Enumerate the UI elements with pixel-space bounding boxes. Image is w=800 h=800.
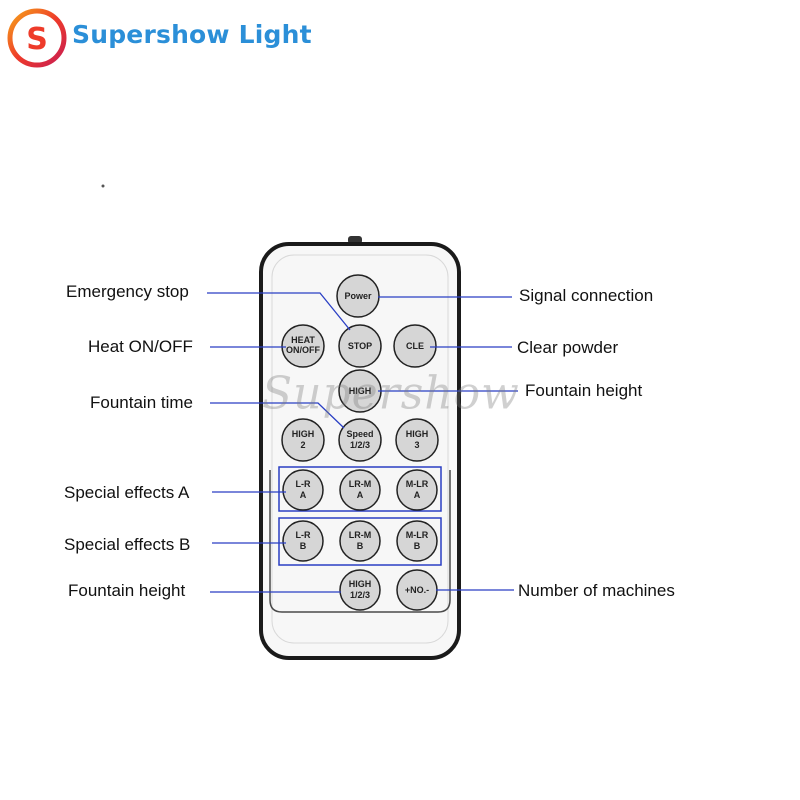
svg-text:B: B bbox=[357, 541, 364, 551]
speed-button[interactable]: Speed 1/2/3 bbox=[338, 418, 382, 462]
brand-name: Supershow Light bbox=[72, 20, 312, 49]
high-3-button[interactable]: HIGH 3 bbox=[395, 418, 439, 462]
svg-text:L-R: L-R bbox=[296, 479, 311, 489]
callout-special-effects-a: Special effects A bbox=[64, 483, 190, 502]
callout-fountain-height-left: Fountain height bbox=[68, 581, 186, 600]
svg-text:M-LR: M-LR bbox=[406, 479, 429, 489]
svg-text:LR-M: LR-M bbox=[349, 479, 372, 489]
lrm-b-button[interactable]: LR-M B bbox=[339, 520, 381, 562]
callout-number-of-machines: Number of machines bbox=[518, 581, 675, 600]
supershow-logo-icon: S bbox=[7, 8, 67, 68]
svg-text:STOP: STOP bbox=[348, 341, 372, 351]
lr-b-button[interactable]: L-R B bbox=[282, 520, 324, 562]
leader-emergency-stop bbox=[207, 292, 351, 331]
power-button[interactable]: Power bbox=[336, 274, 380, 318]
remote-bezel bbox=[271, 254, 449, 644]
callout-fountain-time: Fountain time bbox=[90, 393, 193, 412]
callout-signal-connection: Signal connection bbox=[519, 286, 654, 305]
svg-text:Power: Power bbox=[344, 291, 372, 301]
mlr-b-button[interactable]: M-LR B bbox=[396, 520, 438, 562]
svg-text:A: A bbox=[357, 490, 364, 500]
logo-letter: S bbox=[26, 22, 48, 57]
svg-text:1/2/3: 1/2/3 bbox=[350, 590, 370, 600]
mlr-a-button[interactable]: M-LR A bbox=[396, 469, 438, 511]
watermark-text: Supershow bbox=[262, 367, 520, 420]
svg-text:1/2/3: 1/2/3 bbox=[350, 440, 370, 450]
callout-heat-onoff: Heat ON/OFF bbox=[88, 337, 193, 356]
svg-text:+NO.-: +NO.- bbox=[405, 585, 429, 595]
svg-text:M-LR: M-LR bbox=[406, 530, 429, 540]
svg-text:HIGH: HIGH bbox=[406, 429, 429, 439]
svg-text:LR-M: LR-M bbox=[349, 530, 372, 540]
dust-speck bbox=[101, 184, 105, 188]
special-effects-a-box bbox=[278, 466, 442, 512]
svg-text:Speed: Speed bbox=[346, 429, 373, 439]
cle-button[interactable]: CLE bbox=[393, 324, 437, 368]
svg-text:CLE: CLE bbox=[406, 341, 424, 351]
heat-onoff-button[interactable]: HEAT ON/OFF bbox=[281, 324, 325, 368]
svg-text:HIGH: HIGH bbox=[349, 579, 372, 589]
svg-text:3: 3 bbox=[414, 440, 419, 450]
callout-emergency-stop: Emergency stop bbox=[66, 282, 189, 301]
svg-text:B: B bbox=[414, 541, 421, 551]
svg-text:A: A bbox=[414, 490, 421, 500]
svg-text:HIGH: HIGH bbox=[349, 386, 372, 396]
svg-text:HEAT: HEAT bbox=[291, 335, 315, 345]
svg-text:2: 2 bbox=[300, 440, 305, 450]
callout-fountain-height-right: Fountain height bbox=[525, 381, 643, 400]
svg-text:B: B bbox=[300, 541, 307, 551]
lower-panel-outline bbox=[269, 470, 451, 613]
callout-special-effects-b: Special effects B bbox=[64, 535, 191, 554]
high-123-button[interactable]: HIGH 1/2/3 bbox=[339, 569, 381, 611]
number-of-machines-button[interactable]: +NO.- bbox=[396, 569, 438, 611]
svg-text:HIGH: HIGH bbox=[292, 429, 315, 439]
lr-a-button[interactable]: L-R A bbox=[282, 469, 324, 511]
svg-text:L-R: L-R bbox=[296, 530, 311, 540]
special-effects-b-box bbox=[278, 517, 442, 566]
brand-logo: S bbox=[6, 8, 68, 68]
svg-text:ON/OFF: ON/OFF bbox=[286, 345, 320, 355]
leader-fountain-time bbox=[210, 402, 345, 429]
high-2-button[interactable]: HIGH 2 bbox=[281, 418, 325, 462]
callout-clear-powder: Clear powder bbox=[517, 338, 619, 357]
stop-button[interactable]: STOP bbox=[338, 324, 382, 368]
lrm-a-button[interactable]: LR-M A bbox=[339, 469, 381, 511]
svg-text:A: A bbox=[300, 490, 307, 500]
